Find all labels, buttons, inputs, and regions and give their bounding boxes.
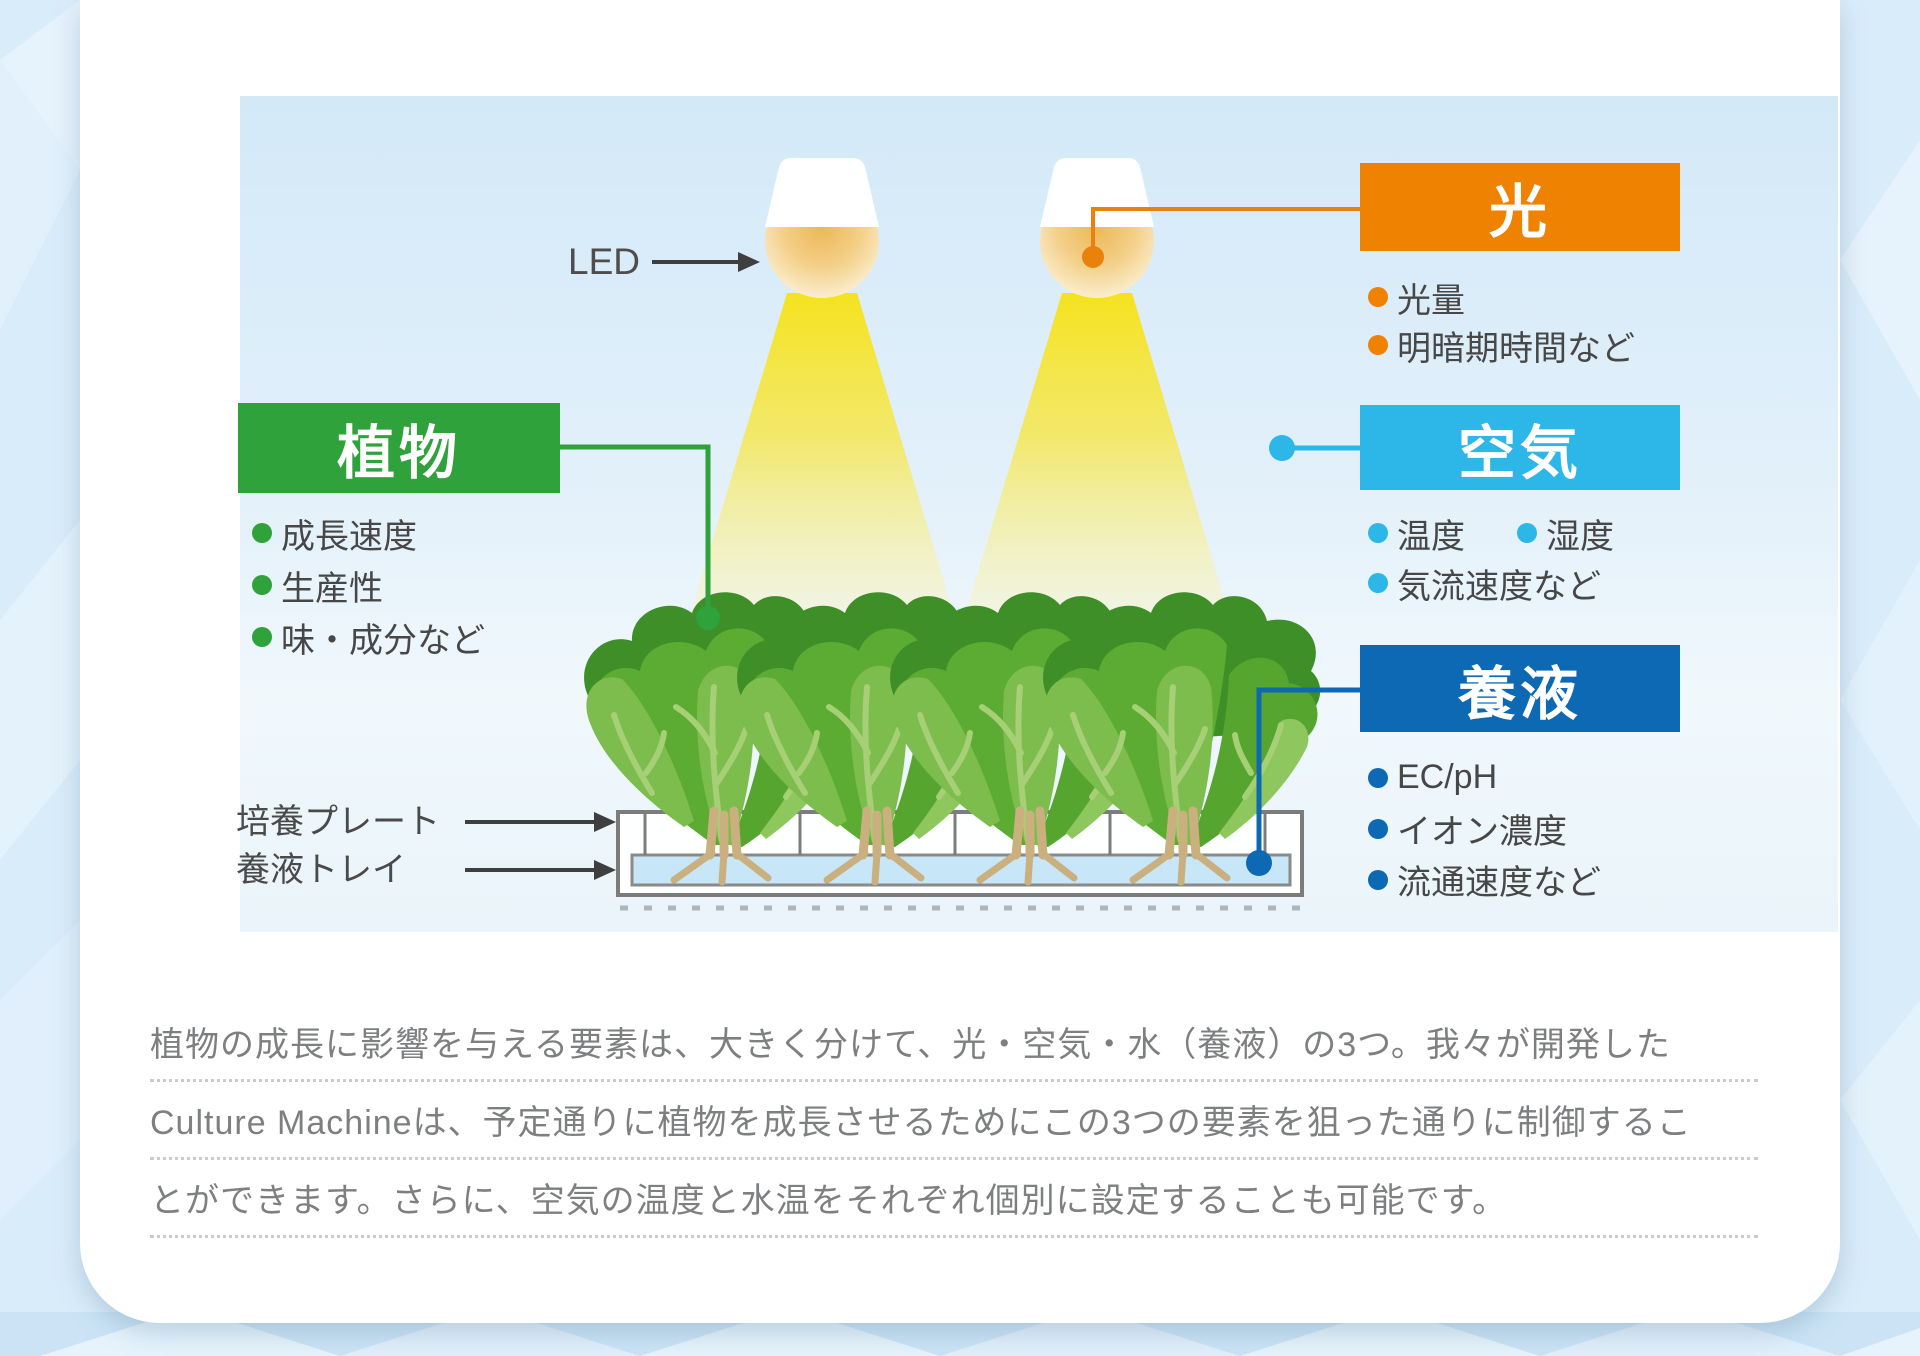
list-item: 温度 xyxy=(1368,509,1465,558)
bullet-dot xyxy=(1368,869,1388,890)
led-lamp-icon xyxy=(765,158,879,298)
list-item: 成長速度 xyxy=(252,509,417,558)
list-item: 生産性 xyxy=(252,561,383,610)
light-bullet-list: 光量 明暗期時間など xyxy=(1368,273,1635,369)
list-item: 明暗期時間など xyxy=(1368,321,1635,370)
air-box: 空気 xyxy=(1360,405,1680,490)
bullet-dot xyxy=(1368,767,1388,788)
description-paragraph: 植物の成長に影響を与える要素は、大きく分けて、光・空気・水（養液）の3つ。我々が… xyxy=(150,1004,1758,1238)
list-item: 光量 xyxy=(1368,273,1465,322)
tray-label: 養液トレイ xyxy=(236,851,406,889)
led-lamp-icon xyxy=(1040,158,1154,298)
plant-connector xyxy=(560,444,720,630)
nutrient-box: 養液 xyxy=(1360,645,1680,732)
nutrient-bullet-list: EC/pH イオン濃度 流通速度など xyxy=(1368,752,1601,905)
bullet-dot xyxy=(1368,287,1388,307)
plate-label: 培養プレート xyxy=(236,803,440,841)
air-connector xyxy=(1269,435,1360,461)
bullet-dot xyxy=(1368,573,1388,593)
bullet-dot xyxy=(252,575,272,595)
plate-arrow-icon xyxy=(465,812,616,832)
list-item: 湿度 xyxy=(1517,509,1614,558)
list-item: EC/pH xyxy=(1368,758,1497,797)
paragraph-line: とができます。さらに、空気の温度と水温をそれぞれ個別に設定することも可能です。 xyxy=(150,1160,1758,1238)
air-box-title: 空気 xyxy=(1457,420,1582,486)
bullet-dot xyxy=(1368,335,1388,355)
bullet-dot xyxy=(252,523,272,543)
bullet-dot xyxy=(252,627,272,647)
nutrient-box-title: 養液 xyxy=(1457,661,1582,727)
plant-bullet-list: 成長速度 生産性 味・成分など xyxy=(252,507,485,663)
paragraph-line: 植物の成長に影響を与える要素は、大きく分けて、光・空気・水（養液）の3つ。我々が… xyxy=(150,1004,1758,1082)
light-connector xyxy=(1082,207,1360,268)
light-box: 光 xyxy=(1360,163,1680,251)
led-label: LED xyxy=(568,241,640,282)
plant-box-title: 植物 xyxy=(336,421,461,486)
bullet-dot xyxy=(1517,523,1537,543)
list-item: 味・成分など xyxy=(252,613,485,662)
list-item: 流通速度など xyxy=(1368,855,1601,904)
tray-arrow-icon xyxy=(465,860,616,880)
nutrient-connector xyxy=(1246,687,1360,876)
paragraph-line: Culture Machineは、予定通りに植物を成長させるためにこの3つの要素… xyxy=(150,1082,1758,1160)
list-item: 気流速度など xyxy=(1368,559,1601,608)
led-arrow-icon xyxy=(652,252,760,272)
plant-box: 植物 xyxy=(238,403,560,493)
bullet-dot xyxy=(1368,523,1388,543)
diagram-illustration xyxy=(465,158,1360,911)
bullet-dot xyxy=(1368,818,1388,839)
list-item: イオン濃度 xyxy=(1368,804,1567,853)
light-box-title: 光 xyxy=(1488,180,1551,245)
air-bullet-list: 温度 湿度 気流速度など xyxy=(1368,508,1614,608)
